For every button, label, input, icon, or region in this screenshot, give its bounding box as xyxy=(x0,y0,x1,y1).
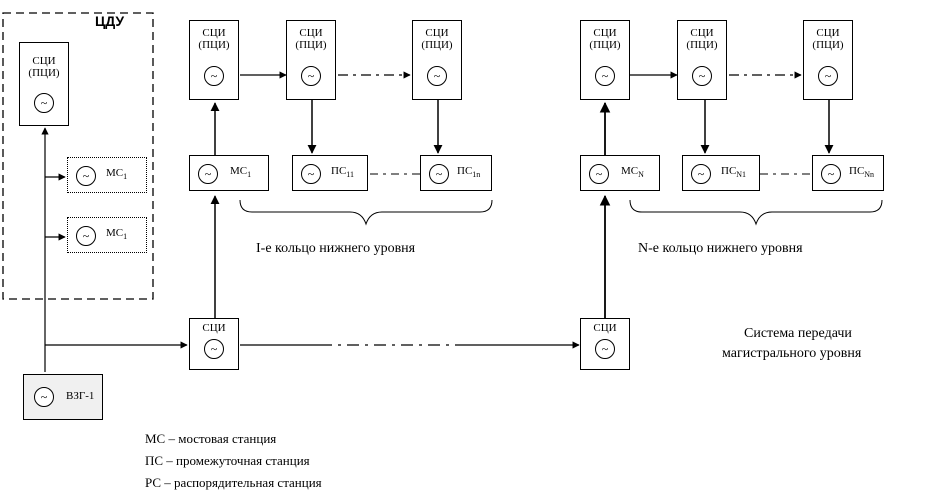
oscillator-icon: ~ xyxy=(595,339,615,359)
ring1-ms-box: ~ МС1 xyxy=(189,155,269,191)
vzg-label: ВЗГ-1 xyxy=(66,390,95,402)
oscillator-icon: ~ xyxy=(429,164,449,184)
vzg-box: ~ ВЗГ-1 xyxy=(23,374,103,420)
ringn-ms-box: ~ МСN xyxy=(580,155,660,191)
ms-label: МС1 xyxy=(106,167,128,181)
oscillator-icon: ~ xyxy=(34,387,54,407)
ps-label: ПС1n xyxy=(457,165,481,179)
ps-label: ПСNn xyxy=(849,165,875,179)
ringn-ps-nn: ~ ПСNn xyxy=(812,155,884,191)
ring1-sci-2: СЦИ (ПЦИ) ~ xyxy=(286,20,336,100)
oscillator-icon: ~ xyxy=(76,166,96,186)
oscillator-icon: ~ xyxy=(301,164,321,184)
ps-label: ПС11 xyxy=(331,165,354,179)
cdu-sci-box: СЦИ (ПЦИ) ~ xyxy=(19,42,69,126)
legend-line-2: ПС – промежуточная станция xyxy=(145,453,310,468)
oscillator-icon: ~ xyxy=(76,226,96,246)
oscillator-icon: ~ xyxy=(589,164,609,184)
legend-line-1: МС – мостовая станция xyxy=(145,431,277,446)
cdu-title: ЦДУ xyxy=(95,13,125,29)
oscillator-icon: ~ xyxy=(204,339,224,359)
brace-ringn xyxy=(629,199,883,226)
ps-label: ПСN1 xyxy=(721,165,747,179)
ms-label: МС1 xyxy=(230,165,252,179)
cdu-ms-box-1: ~ МС1 xyxy=(67,157,147,193)
system-caption-line2: магистрального уровня xyxy=(722,346,862,361)
ring1-sci-1: СЦИ (ПЦИ) ~ xyxy=(189,20,239,100)
oscillator-icon: ~ xyxy=(595,66,615,86)
pci-label: (ПЦИ) xyxy=(28,67,60,79)
ms-label: МСN xyxy=(621,165,644,179)
legend-line-3: РС – распорядительная станция xyxy=(145,475,322,490)
cdu-boundary xyxy=(2,12,154,300)
system-caption-line1: Система передачи xyxy=(744,326,852,341)
oscillator-icon: ~ xyxy=(34,93,54,113)
sci-label: СЦИ xyxy=(32,55,56,67)
oscillator-icon: ~ xyxy=(301,66,321,86)
brace-ring1 xyxy=(239,199,493,226)
ring1-sci-3: СЦИ (ПЦИ) ~ xyxy=(412,20,462,100)
ring1-ps-11: ~ ПС11 xyxy=(292,155,368,191)
ringn-sci-1: СЦИ (ПЦИ) ~ xyxy=(580,20,630,100)
oscillator-icon: ~ xyxy=(692,66,712,86)
oscillator-icon: ~ xyxy=(204,66,224,86)
ringn-sci-2: СЦИ (ПЦИ) ~ xyxy=(677,20,727,100)
trunk-sci-1: СЦИ ~ xyxy=(189,318,239,370)
ringn-sci-3: СЦИ (ПЦИ) ~ xyxy=(803,20,853,100)
ring1-ps-1n: ~ ПС1n xyxy=(420,155,492,191)
oscillator-icon: ~ xyxy=(821,164,841,184)
ringn-ps-n1: ~ ПСN1 xyxy=(682,155,760,191)
oscillator-icon: ~ xyxy=(691,164,711,184)
ms-label: МС1 xyxy=(106,227,128,241)
oscillator-icon: ~ xyxy=(198,164,218,184)
ringn-caption: N-е кольцо нижнего уровня xyxy=(638,241,803,256)
trunk-sci-n: СЦИ ~ xyxy=(580,318,630,370)
oscillator-icon: ~ xyxy=(427,66,447,86)
oscillator-icon: ~ xyxy=(818,66,838,86)
ring1-caption: I-е кольцо нижнего уровня xyxy=(256,241,416,256)
cdu-ms-box-2: ~ МС1 xyxy=(67,217,147,253)
